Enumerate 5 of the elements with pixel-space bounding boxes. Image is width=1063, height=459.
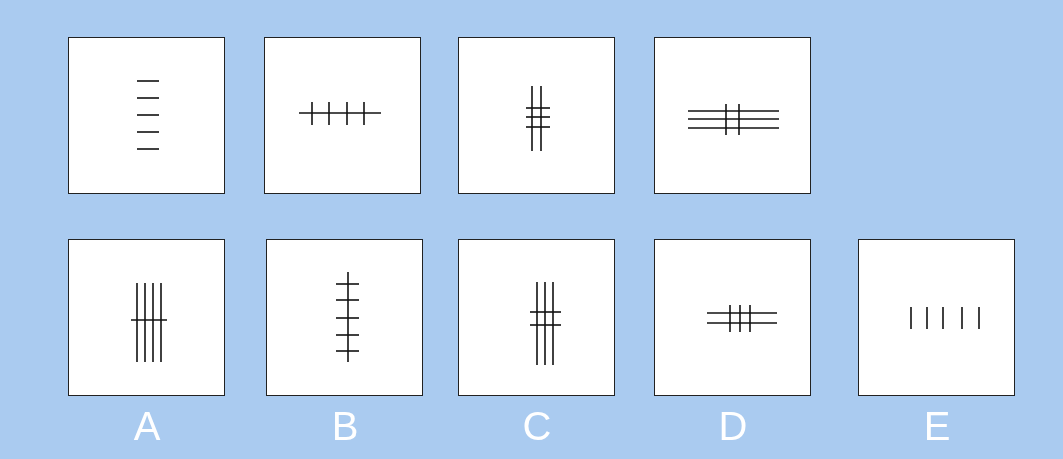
- option-letter: D: [717, 406, 749, 446]
- option-letter: B: [330, 406, 360, 446]
- option-letter: C: [521, 406, 553, 446]
- option-letter: A: [132, 406, 162, 446]
- option-letter: E: [922, 406, 952, 446]
